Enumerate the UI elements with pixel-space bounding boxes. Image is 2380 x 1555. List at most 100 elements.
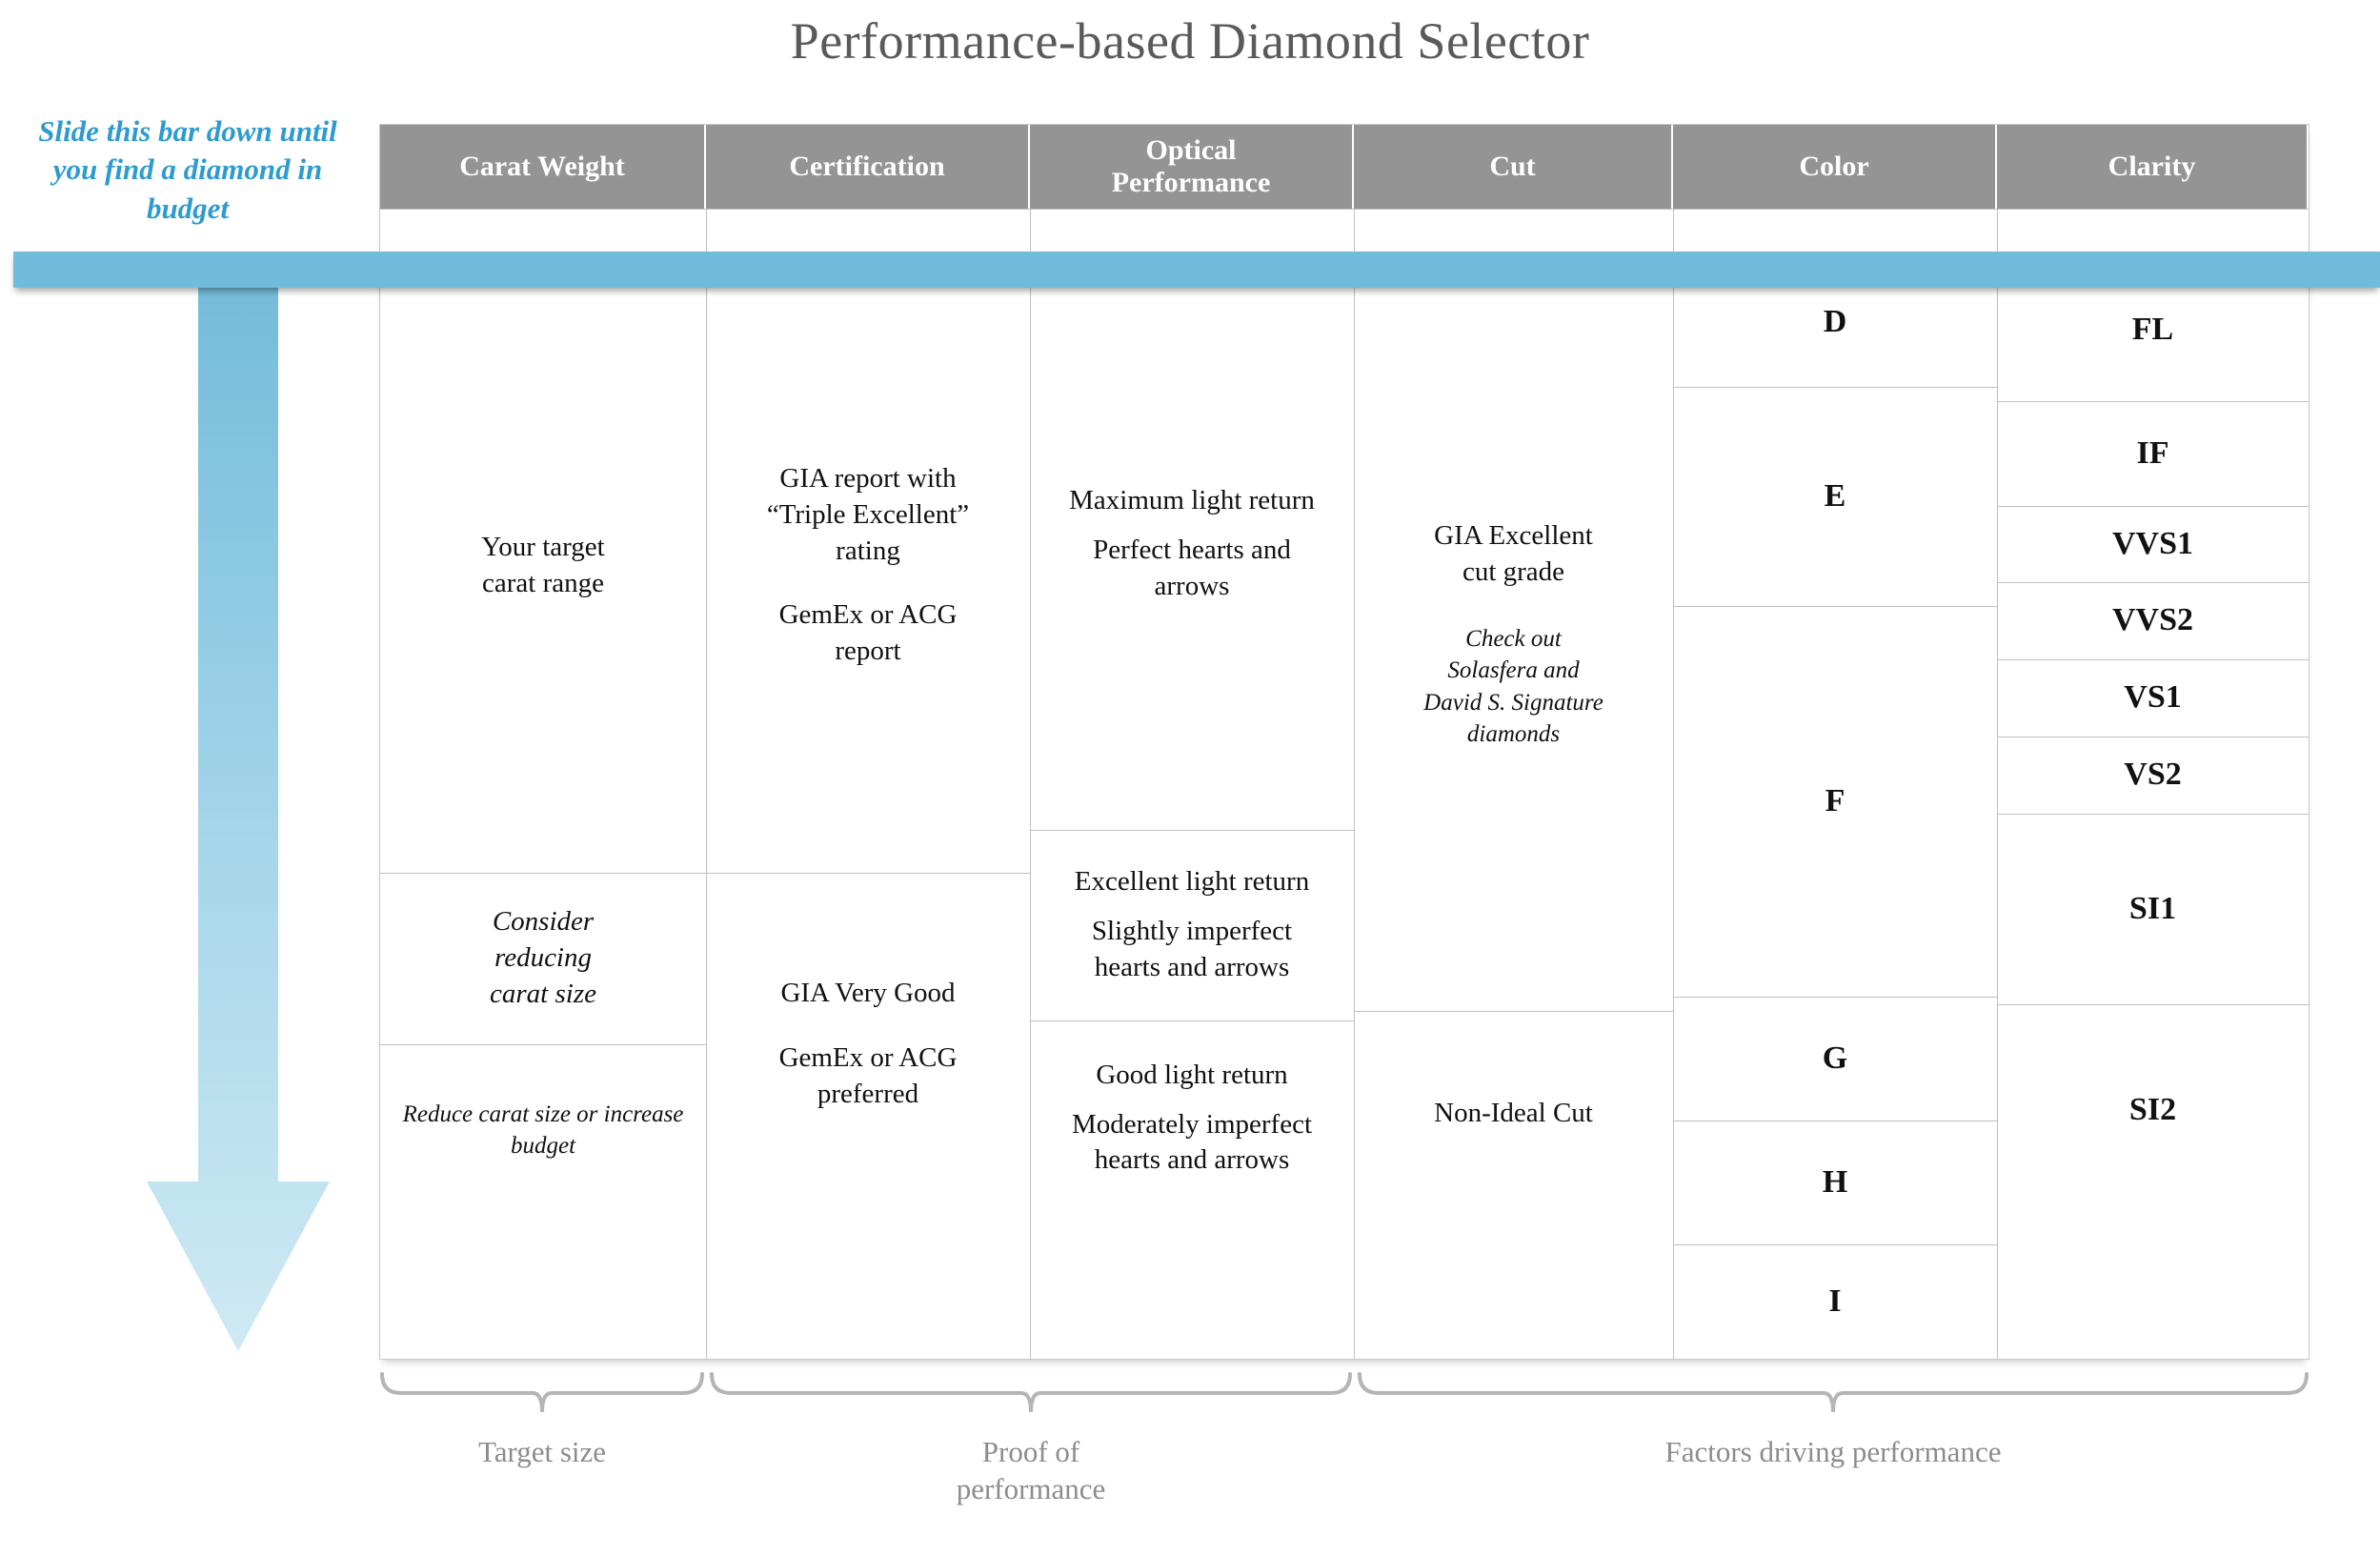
row-divider (1673, 997, 1997, 998)
cell-clarity-if[interactable]: IF (1997, 401, 2309, 506)
cell-line: GIA Excellent (1434, 520, 1593, 552)
column-divider (1030, 125, 1031, 1359)
row-divider (706, 873, 1030, 874)
row-divider (1030, 830, 1354, 831)
cell-optical-performance-3[interactable]: Good light return Moderately imperfect h… (1030, 1020, 1354, 1216)
cell-carat-weight-3[interactable]: Reduce carat size or increase budget (380, 1044, 706, 1216)
cell-line: hearts and arrows (1094, 1144, 1290, 1176)
column-header-color[interactable]: Color (1673, 125, 1997, 209)
slider-bar[interactable] (13, 252, 2380, 288)
cell-cut-1[interactable]: GIA Excellent cut grade Check out Solasf… (1354, 258, 1673, 1011)
cell-certification-2[interactable]: GIA Very Good GemEx or ACG preferred (706, 873, 1030, 1216)
column-header-label: Clarity (2108, 151, 2196, 183)
cell-line: report (835, 636, 901, 667)
cell-clarity-si1[interactable]: SI1 (1997, 814, 2309, 1004)
row-divider (1673, 606, 1997, 607)
bracket-target-size (379, 1372, 705, 1429)
cell-line: GIA Very Good (780, 978, 956, 1009)
cell-color-g[interactable]: G (1673, 997, 1997, 1121)
cell-line: FL (2131, 311, 2174, 347)
column-header-carat-weight[interactable]: Carat Weight (380, 125, 706, 209)
cell-clarity-vs1[interactable]: VS1 (1997, 659, 2309, 737)
column-divider (1673, 125, 1674, 1359)
row-divider (1673, 1244, 1997, 1245)
cell-color-d[interactable]: D (1673, 258, 1997, 387)
column-divider (706, 125, 707, 1359)
slider-instruction-label: Slide this bar down until you find a dia… (38, 114, 337, 225)
cell-line: SI2 (2128, 1091, 2177, 1127)
cell-line: arrows (1154, 570, 1230, 601)
cell-line: Your target (481, 531, 605, 562)
cell-clarity-si2[interactable]: SI2 (1997, 1004, 2309, 1216)
cell-line: VS1 (2124, 679, 2182, 716)
cell-line: Check out (1465, 625, 1562, 652)
cell-color-e[interactable]: E (1673, 387, 1997, 606)
column-header-cut[interactable]: Cut (1354, 125, 1673, 209)
cell-line: Non-Ideal Cut (1434, 1097, 1593, 1128)
cell-line: reducing (494, 942, 592, 974)
cell-note: Check out Solasfera and David S. Signatu… (1423, 623, 1603, 751)
cell-color-i[interactable]: I (1673, 1244, 1997, 1359)
cell-line: Good light return (1096, 1059, 1288, 1090)
column-divider (1354, 125, 1355, 1359)
cell-line: “Triple Excellent” (766, 498, 970, 530)
cell-line: GIA report with (779, 463, 957, 495)
cell-line: carat size (490, 978, 596, 1009)
cell-cut-2[interactable]: Non-Ideal Cut (1354, 1011, 1673, 1216)
cell-clarity-vs2[interactable]: VS2 (1997, 737, 2309, 814)
cell-line: hearts and arrows (1094, 951, 1290, 982)
cell-line: F (1825, 782, 1846, 818)
bracket-label-proof-of-performance: Proof of performance (956, 1435, 1106, 1505)
cell-line: VS2 (2124, 757, 2182, 793)
cell-color-f[interactable]: F (1673, 606, 1997, 997)
row-divider (1030, 1020, 1354, 1021)
cell-optical-performance-1[interactable]: Maximum light return Perfect hearts and … (1030, 258, 1354, 830)
cell-clarity-vvs1[interactable]: VVS1 (1997, 506, 2309, 582)
cell-line: Excellent light return (1074, 866, 1310, 898)
cell-line: David S. Signature (1423, 689, 1603, 716)
cell-line: G (1822, 1040, 1848, 1076)
column-divider (1997, 125, 1998, 1359)
cell-line: I (1828, 1282, 1842, 1319)
column-header-clarity[interactable]: Clarity (1997, 125, 2309, 209)
cell-line: SI1 (2128, 890, 2177, 926)
row-divider (1997, 401, 2309, 402)
cell-line: Slightly imperfect (1091, 916, 1293, 947)
cell-line: GemEx or ACG (778, 1042, 958, 1074)
column-header-optical-performance[interactable]: Optical Performance (1030, 125, 1354, 209)
column-header-label: Carat Weight (459, 151, 625, 183)
bracket-label-factors-driving-performance: Factors driving performance (1664, 1435, 2002, 1468)
cell-line: carat range (482, 567, 604, 598)
cell-line: VVS1 (2111, 525, 2194, 561)
cell-optical-performance-2[interactable]: Excellent light return Slightly imperfec… (1030, 830, 1354, 1020)
cell-line: Maximum light return (1069, 485, 1315, 516)
cell-carat-weight-1[interactable]: Your target carat range (380, 258, 706, 873)
cell-line: preferred (817, 1078, 919, 1109)
column-header-label: Cut (1489, 151, 1536, 183)
bracket-factors-driving-performance (1357, 1372, 2309, 1429)
row-divider (1997, 506, 2309, 507)
cell-line: budget (510, 1133, 576, 1159)
row-divider (1673, 387, 1997, 388)
cell-line: rating (836, 535, 900, 566)
cell-clarity-vvs2[interactable]: VVS2 (1997, 582, 2309, 659)
column-header-label: Optical Performance (1111, 134, 1271, 198)
column-header-label: Color (1799, 151, 1869, 183)
column-header-label: Certification (789, 151, 945, 183)
cell-clarity-fl[interactable]: FL (1997, 258, 2309, 401)
row-divider (1997, 659, 2309, 660)
cell-certification-1[interactable]: GIA report with “Triple Excellent” ratin… (706, 258, 1030, 873)
cell-line: Perfect hearts and (1093, 535, 1291, 566)
cell-line: Moderately imperfect (1071, 1108, 1313, 1140)
cell-line: cut grade (1462, 556, 1565, 587)
column-header-certification[interactable]: Certification (706, 125, 1030, 209)
cell-line: E (1824, 477, 1846, 514)
cell-carat-weight-2[interactable]: Consider reducing carat size (380, 873, 706, 1044)
cell-color-h[interactable]: H (1673, 1121, 1997, 1244)
row-divider (380, 1044, 706, 1045)
row-divider (1997, 814, 2309, 815)
cell-line: Consider (492, 906, 595, 938)
row-divider (380, 873, 706, 874)
cell-line: VVS2 (2111, 602, 2194, 638)
cell-line: GemEx or ACG (778, 599, 958, 631)
